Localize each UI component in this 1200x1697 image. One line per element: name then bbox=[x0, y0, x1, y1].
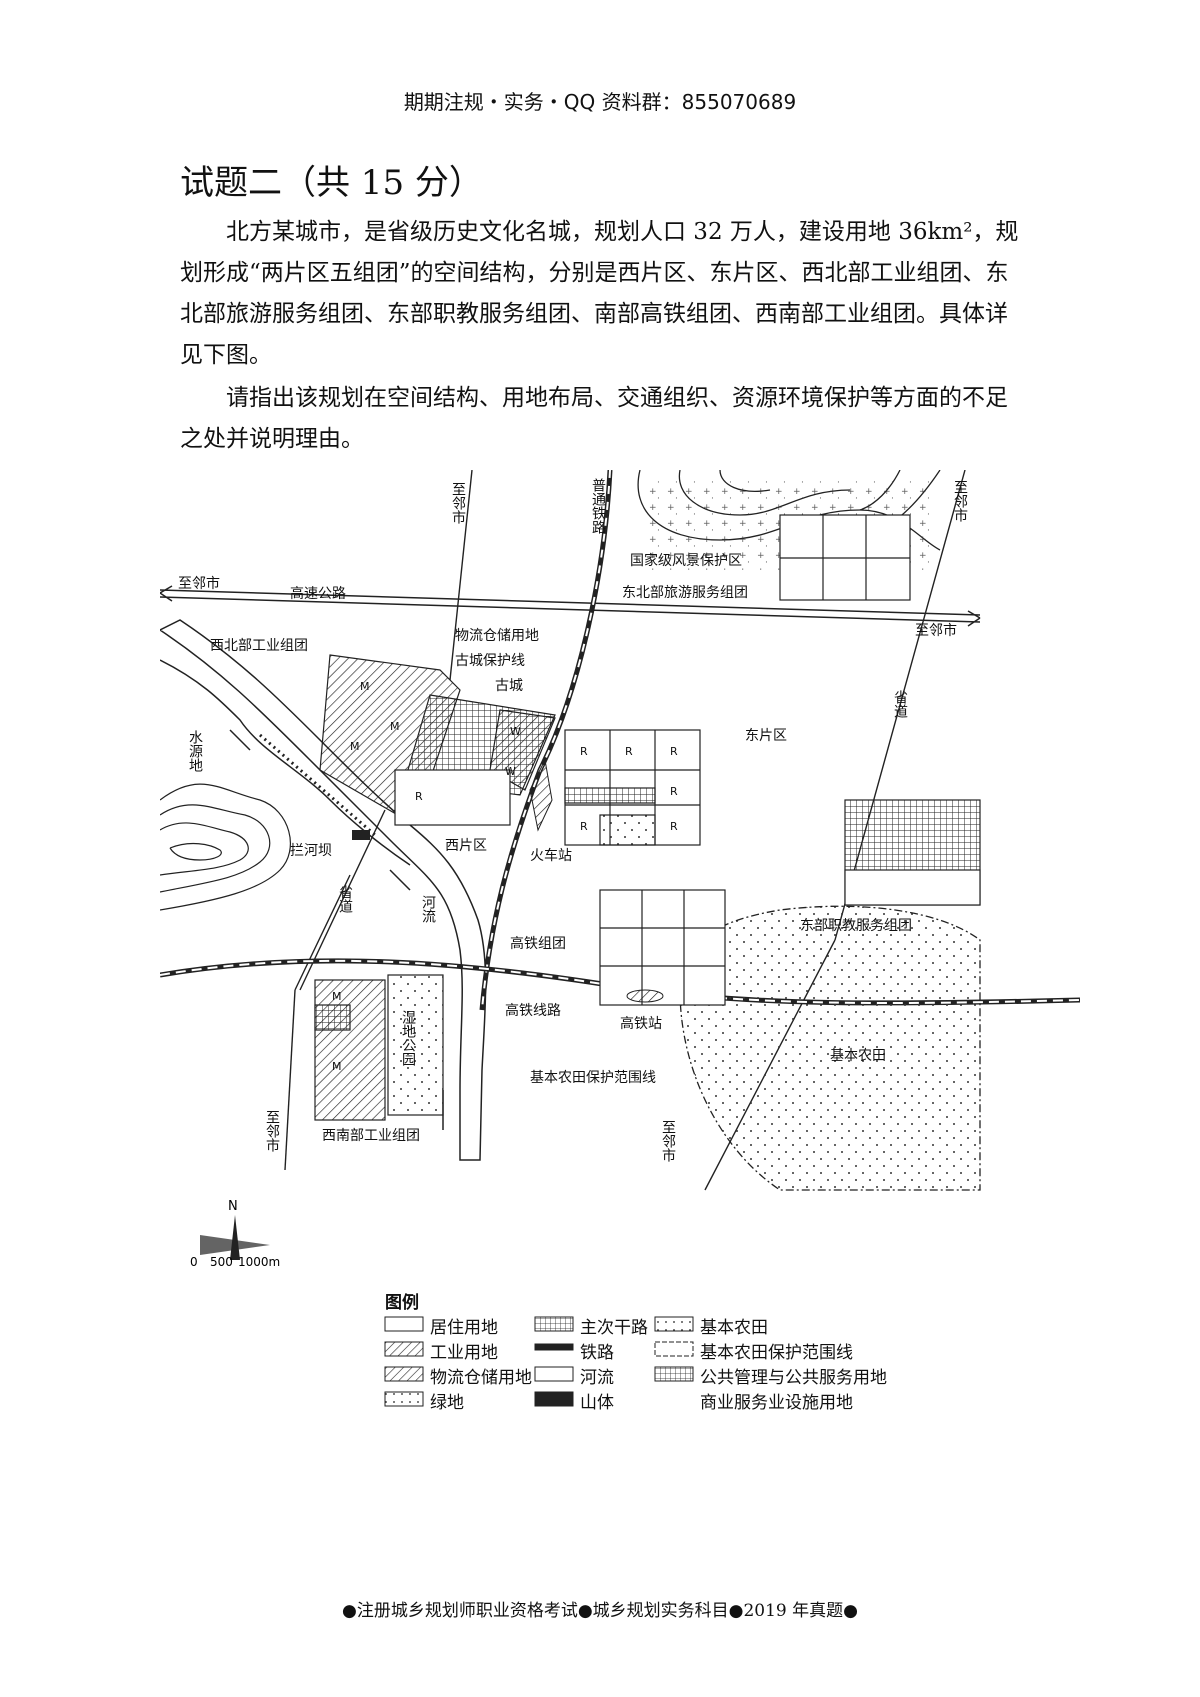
east-area bbox=[564, 729, 701, 846]
label-expressway: 高速公路 bbox=[290, 585, 346, 602]
wetland-park bbox=[387, 974, 444, 1116]
label-to-neighbor-e: 至邻市 bbox=[915, 622, 957, 639]
mark-r-2: R bbox=[625, 745, 633, 758]
mark-r-3: R bbox=[670, 745, 678, 758]
question-body: 北方某城市，是省级历史文化名城，规划人口 32 万人，建设用地 36km²，规划… bbox=[180, 212, 1030, 460]
hsr-station bbox=[626, 989, 664, 1003]
label-to-neighbor-s: 至邻市 bbox=[660, 1120, 676, 1162]
mark-m-1: M bbox=[360, 680, 370, 693]
label-wetland: 湿地公园 bbox=[400, 1010, 416, 1066]
train-station bbox=[529, 758, 553, 832]
mark-r-7: R bbox=[415, 790, 423, 803]
legend-item-roads: 主次干路 bbox=[580, 1318, 648, 1338]
legend-title: 图例 bbox=[385, 1293, 419, 1313]
label-hsr-station: 高铁站 bbox=[620, 1015, 662, 1032]
legend-item-public: 公共管理与公共服务用地 bbox=[700, 1368, 887, 1388]
legend-item-river: 河流 bbox=[580, 1368, 614, 1388]
label-railway: 普通铁路 bbox=[590, 478, 606, 534]
mark-r-6: R bbox=[670, 820, 678, 833]
mark-m-5: M bbox=[332, 1060, 342, 1073]
mark-w-2: W bbox=[505, 765, 516, 778]
legend-item-commercial: 商业服务业设施用地 bbox=[700, 1393, 853, 1413]
question-title: 试题二（共 15 分） bbox=[180, 163, 483, 203]
legend-item-industrial: 工业用地 bbox=[430, 1343, 498, 1363]
label-to-neighbor-ne: 至邻市 bbox=[952, 480, 968, 522]
mark-m-2: M bbox=[390, 720, 400, 733]
label-dam: 拦河坝 bbox=[290, 843, 332, 859]
page-footer: ●注册城乡规划师职业资格考试●城乡规划实务科目●2019 年真题● bbox=[341, 1601, 858, 1621]
mark-r-4: R bbox=[670, 785, 678, 798]
label-farmland: 基本农田 bbox=[830, 1047, 886, 1064]
legend-item-residential: 居住用地 bbox=[430, 1318, 498, 1338]
west-area bbox=[394, 769, 511, 826]
east-vocational-group bbox=[844, 799, 981, 906]
expressway bbox=[160, 585, 981, 627]
label-west-area: 西片区 bbox=[445, 838, 487, 854]
hsr-group bbox=[599, 889, 726, 1006]
svg-text:500: 500 bbox=[210, 1255, 233, 1269]
mark-r-1: R bbox=[580, 745, 588, 758]
legend-item-logistics: 物流仓储用地 bbox=[430, 1368, 532, 1388]
page-header: 期期注规・实务・QQ 资料群：855070689 bbox=[403, 90, 797, 114]
north-arrow: N bbox=[200, 1199, 270, 1260]
label-river: 河流 bbox=[420, 895, 436, 924]
label-to-neighbor-sw: 至邻市 bbox=[264, 1110, 280, 1152]
scale-bar: 0 500 1000m bbox=[190, 1255, 280, 1269]
label-water: 水源地 bbox=[187, 730, 203, 772]
label-east-area: 东片区 bbox=[745, 728, 787, 744]
dam bbox=[352, 830, 370, 840]
mark-r-5: R bbox=[580, 820, 588, 833]
label-hsr-group: 高铁组团 bbox=[510, 935, 566, 952]
legend-item-farmland: 基本农田 bbox=[700, 1318, 768, 1338]
sw-industrial-group bbox=[314, 979, 386, 1121]
label-nw-group: 西北部工业组团 bbox=[210, 638, 308, 654]
label-prov-road-w: 省道 bbox=[337, 885, 353, 914]
legend-item-farm-line: 基本农田保护范围线 bbox=[700, 1343, 853, 1363]
label-logistics: 物流仓储用地 bbox=[455, 628, 539, 644]
label-prov-road-e: 省道 bbox=[892, 690, 908, 719]
legend-swatches bbox=[384, 1316, 694, 1407]
svg-text:0: 0 bbox=[190, 1255, 198, 1269]
label-ne-group: 东北部旅游服务组团 bbox=[622, 585, 748, 601]
svg-text:N: N bbox=[228, 1199, 238, 1214]
label-sw-group: 西南部工业组团 bbox=[322, 1128, 420, 1144]
label-oldcity-line: 古城保护线 bbox=[455, 653, 525, 669]
label-to-neighbor-w: 至邻市 bbox=[178, 575, 220, 592]
mark-w-1: W bbox=[510, 725, 521, 738]
west-hills bbox=[160, 783, 291, 911]
legend-item-railway: 铁路 bbox=[580, 1343, 614, 1363]
legend-item-mountain: 山体 bbox=[580, 1393, 614, 1413]
ne-tourism-group bbox=[779, 514, 911, 601]
question-paragraph-1: 北方某城市，是省级历史文化名城，规划人口 32 万人，建设用地 36km²，规划… bbox=[180, 219, 1019, 368]
label-scenic: 国家级风景保护区 bbox=[630, 552, 742, 569]
mark-m-3: M bbox=[350, 740, 360, 753]
label-hsr-line: 高铁线路 bbox=[505, 1002, 561, 1019]
svg-text:1000m: 1000m bbox=[238, 1255, 280, 1269]
label-e-group: 东部职教服务组团 bbox=[800, 918, 912, 934]
label-to-neighbor-nw: 至邻市 bbox=[450, 482, 466, 524]
map-legend: 图例 居住用地 工业用地 物流仓储用地 绿地 主次干路 铁路 河流 山体 基本农… bbox=[160, 1288, 1080, 1428]
mark-m-4: M bbox=[332, 990, 342, 1003]
question-paragraph-2: 请指出该规划在空间结构、用地布局、交通组织、资源环境保护等方面的不足之处并说明理… bbox=[180, 385, 1008, 452]
planning-map: + · bbox=[160, 470, 1080, 1270]
legend-item-green: 绿地 bbox=[430, 1393, 464, 1413]
label-farm-line: 基本农田保护范围线 bbox=[530, 1069, 656, 1086]
label-oldcity: 古城 bbox=[495, 678, 523, 694]
label-station: 火车站 bbox=[530, 847, 572, 864]
